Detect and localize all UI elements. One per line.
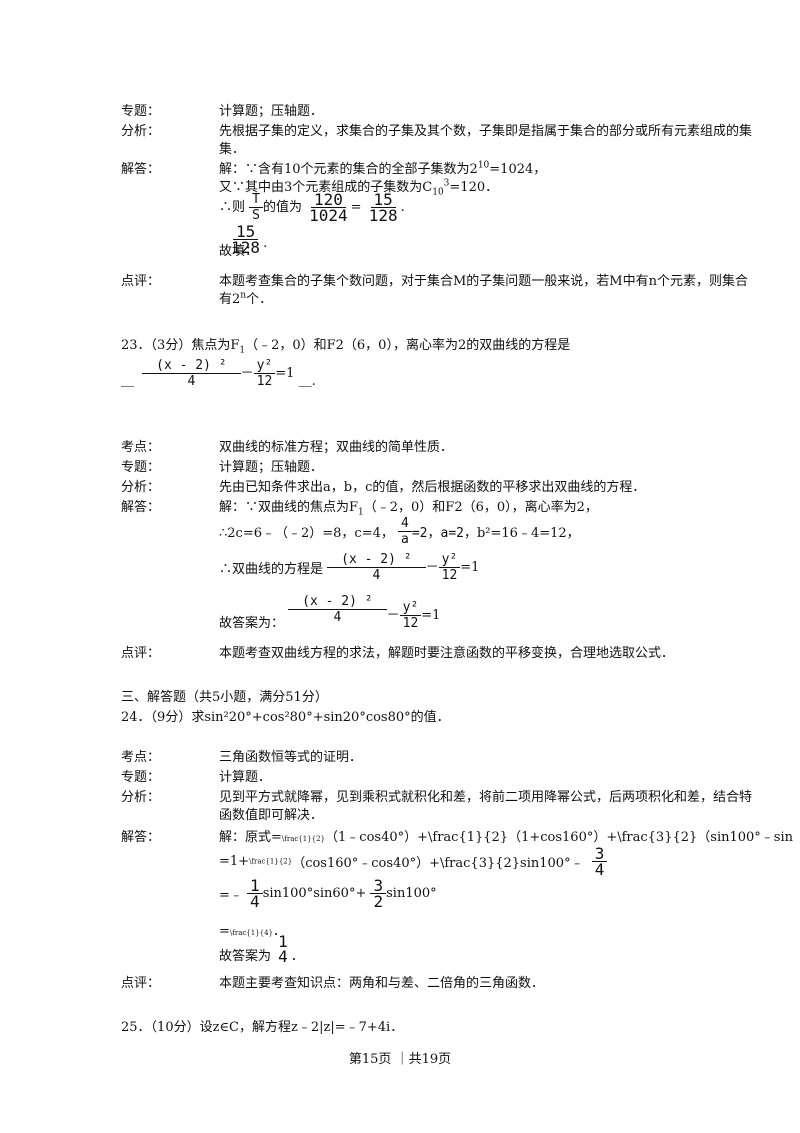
dianping-text: 本题主要考查知识点：两角和与差、二倍角的三角函数． <box>219 976 545 991</box>
jieda-tail: =120． <box>449 180 499 195</box>
jieda-text: 又∵其中由3个元素组成的子集数为C <box>219 180 433 195</box>
fenxi-text-1: 先根据子集的定义，求集合的子集及其个数，子集即是指属于集合的部分或所有元素组成的… <box>219 124 753 139</box>
label-zhuanti: 专题： <box>121 104 161 119</box>
kaodian-text: 双曲线的标准方程；双曲线的简单性质． <box>219 440 454 455</box>
section-heading: 三、解答题（共5小题，满分51分） <box>121 690 328 705</box>
label-fenxi: 分析： <box>121 480 161 495</box>
zhuanti-text: 计算题；压轴题． <box>219 104 324 119</box>
label-jieda: 解答： <box>121 162 161 177</box>
subscript: 10 <box>432 187 444 198</box>
jieda-mid: 的值为 <box>262 200 302 215</box>
superscript: 10 <box>477 160 490 171</box>
blank-right: ＿. <box>298 374 316 389</box>
dianping-text: 本题考查双曲线方程的求法，解题时要注意函数的平移变换，合理地选取公式． <box>219 646 675 661</box>
jieda-line-4: =\frac{1}{4}． <box>219 924 287 939</box>
question-23-stem: 23．（3分）焦点为F1（﹣2，0）和F2（6，0），离心率为2的双曲线的方程是 <box>121 338 571 356</box>
kaodian-text: 三角函数恒等式的证明． <box>219 750 363 765</box>
label-dianping: 点评： <box>121 976 161 991</box>
superscript: n <box>240 290 247 301</box>
superscript: 3 <box>443 178 450 189</box>
jieda-line-1: 解：原式=\frac{1}{2}（1﹣cos40°）+\frac{1}{2}（1… <box>219 830 794 845</box>
equals-sign: = <box>350 200 362 215</box>
jieda-line-2: 又∵其中由3个元素组成的子集数为C103=120． <box>219 176 498 198</box>
question-24-stem: 24．（9分）求sin²20°+cos²80°+sin20°cos80°的值． <box>121 710 450 725</box>
question-25-stem: 25．（10分）设z∈C，解方程z﹣2|z|=﹣7+4i． <box>121 1020 404 1035</box>
dianping-text-2: 有2n个． <box>219 290 273 307</box>
fenxi-text: 先由已知条件求出a，b，c的值，然后根据函数的平移求出双曲线的方程． <box>219 480 646 495</box>
fenxi-text-2: 集． <box>219 142 246 157</box>
label-zhuanti: 专题： <box>121 460 161 475</box>
fenxi-text-2: 函数值即可解决． <box>219 808 324 823</box>
label-jieda: 解答： <box>121 500 161 515</box>
page-footer: 第15页 ｜共19页 <box>348 1052 452 1067</box>
equals-one: =1 <box>275 366 295 381</box>
zhuanti-text: 计算题． <box>219 770 272 785</box>
label-zhuanti: 专题： <box>121 770 161 785</box>
guzhen-text: 故填： <box>219 244 259 259</box>
label-jieda: 解答： <box>121 830 161 845</box>
therefore-text: ∴则 <box>219 200 246 215</box>
label-kaodian: 考点： <box>121 750 161 765</box>
jieda-text: 解：∵含有10个元素的集合的全部子集数为2 <box>219 162 478 177</box>
label-fenxi: 分析： <box>121 790 161 805</box>
jieda-tail: =1024， <box>489 162 547 177</box>
label-kaodian: 考点： <box>121 440 161 455</box>
subscript: 1 <box>239 345 246 356</box>
jieda-line-2: =1+\frac{1}{2}（cos160°﹣cos40°）+\frac{3}{… <box>219 846 608 878</box>
label-dianping: 点评： <box>121 646 161 661</box>
jieda-line-1: 解：∵含有10个元素的集合的全部子集数为210=1024， <box>219 158 546 177</box>
jieda-line-1: 解：∵双曲线的焦点为F1（﹣2，0）和F2（6，0），离心率为2， <box>219 500 598 518</box>
fenxi-text-1: 见到平方式就降幂，见到乘积式就积化和差，将前二项用降幂公式，后两项积化和差，结合… <box>219 790 753 805</box>
subscript: 1 <box>358 507 364 518</box>
minus-sign: － <box>240 366 254 381</box>
blank-left: ＿ <box>121 374 135 389</box>
label-dianping: 点评： <box>121 274 161 289</box>
dianping-text-1: 本题考查集合的子集个数问题，对于集合M的子集问题一般来说，若M中有n个元素，则集… <box>219 274 748 289</box>
period: . <box>400 200 405 215</box>
zhuanti-text: 计算题；压轴题． <box>219 460 324 475</box>
label-fenxi: 分析： <box>121 124 161 139</box>
period: . <box>263 236 268 251</box>
